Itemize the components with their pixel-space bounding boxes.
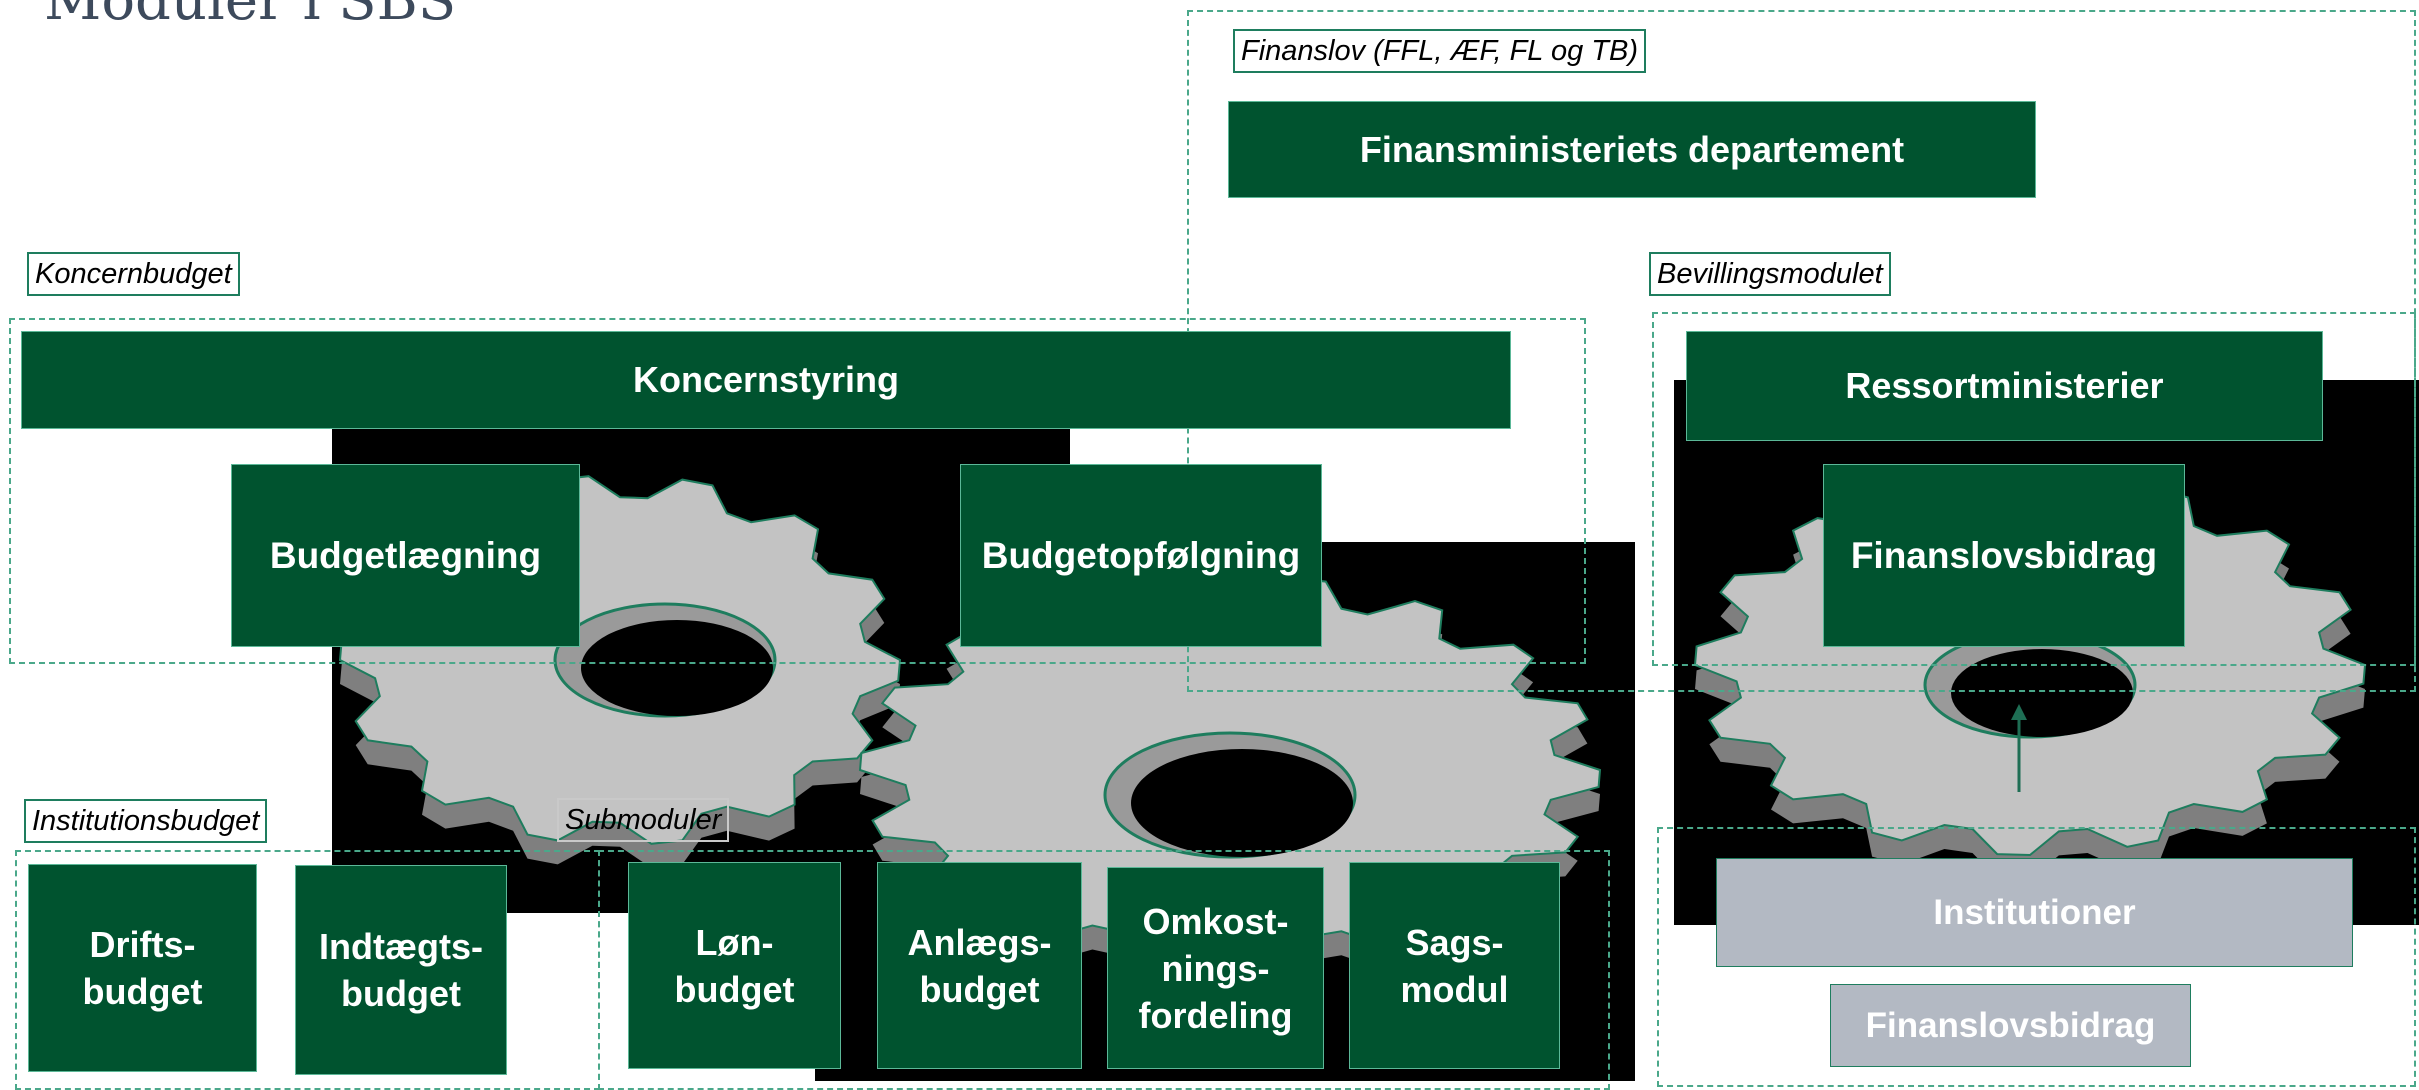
anlaegsbudget-line1: Anlægs- — [907, 921, 1052, 963]
driftsbudget-line2: budget — [82, 971, 203, 1012]
indtaegtsbudget-line1: Indtægts- — [319, 926, 483, 967]
driftsbudget-box: Drifts- budget — [28, 864, 257, 1072]
submoduler-label: Submoduler — [557, 798, 730, 842]
omkostningsfordeling-line2: nings- — [1161, 947, 1270, 989]
indtaegtsbudget-box: Indtægts- budget — [295, 865, 507, 1075]
bevillingsmodulet-label: Bevillingsmodulet — [1649, 252, 1891, 296]
page-title: Moduler i SBS — [44, 0, 457, 33]
institutionsbudget-label: Institutionsbudget — [24, 799, 268, 843]
arrow-up-icon — [2011, 704, 2027, 792]
anlaegsbudget-box: Anlægs- budget — [877, 862, 1082, 1069]
sagsmodul-line1: Sags- — [1405, 921, 1504, 963]
omkostningsfordeling-line3: fordeling — [1138, 994, 1293, 1036]
koncernstyring-box: Koncernstyring — [21, 331, 1511, 429]
koncernbudget-group-outline — [9, 318, 1586, 664]
loenbudget-line1: Løn- — [695, 921, 774, 963]
budgetlaegning-box: Budgetlægning — [231, 464, 580, 647]
indtaegtsbudget-line2: budget — [341, 973, 461, 1014]
institutioner-box: Institutioner — [1716, 858, 2353, 967]
sagsmodul-line2: modul — [1400, 968, 1509, 1010]
koncernbudget-label: Koncernbudget — [27, 252, 240, 296]
finanslovsbidrag-top-box: Finanslovsbidrag — [1823, 464, 2185, 647]
omkostningsfordeling-line1: Omkost- — [1142, 900, 1289, 942]
loenbudget-line2: budget — [674, 968, 795, 1010]
loenbudget-box: Løn- budget — [628, 862, 841, 1069]
bevillingsmodulet-group-outline — [1652, 312, 2416, 666]
budgetopfoelgning-box: Budgetopfølgning — [960, 464, 1322, 647]
sagsmodul-box: Sags- modul — [1349, 862, 1560, 1069]
ressortministerier-box: Ressortministerier — [1686, 331, 2323, 441]
omkostningsfordeling-box: Omkost- nings- fordeling — [1107, 867, 1324, 1069]
finanslovsbidrag-bottom-box: Finanslovsbidrag — [1830, 984, 2191, 1067]
anlaegsbudget-line2: budget — [919, 968, 1040, 1010]
finanslov-label: Finanslov (FFL, ÆF, FL og TB) — [1233, 29, 1646, 73]
driftsbudget-line1: Drifts- — [89, 924, 196, 965]
finansministeriet-box: Finansministeriets departement — [1228, 101, 2036, 198]
